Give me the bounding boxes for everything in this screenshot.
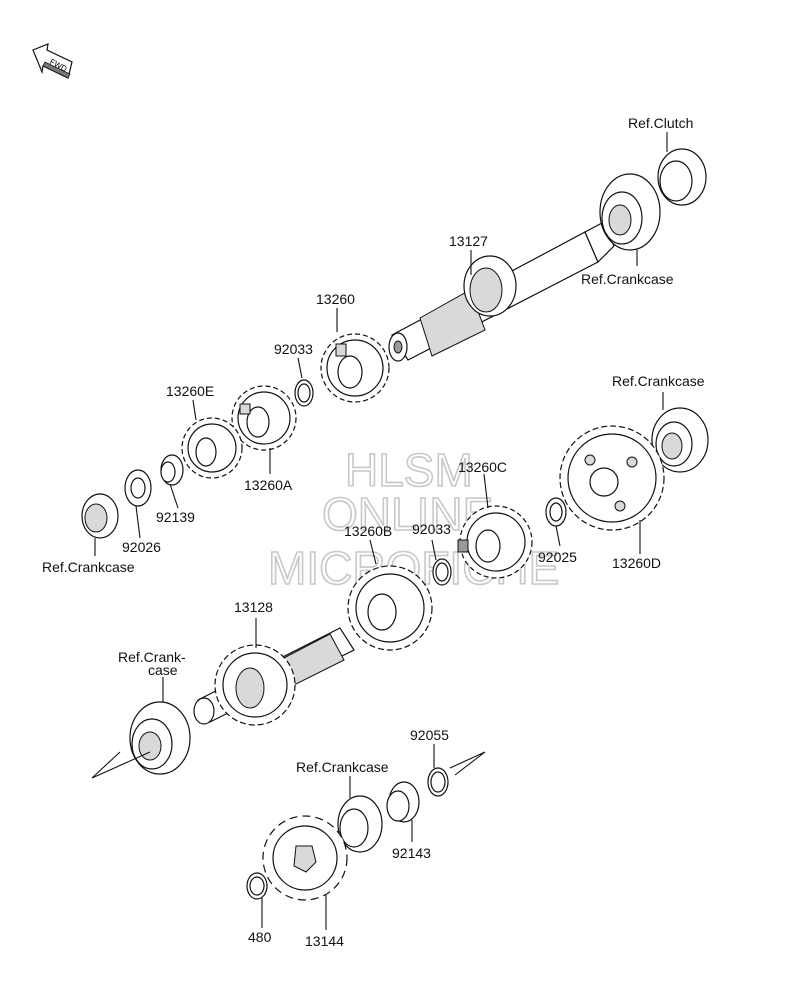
label-92033-top: 92033 (274, 341, 313, 357)
gear-13260B (347, 565, 433, 651)
circlip-480 (246, 872, 268, 900)
crankcase-bearing-top (599, 173, 661, 251)
bushing-92139 (160, 454, 184, 486)
sprocket-13144 (262, 815, 348, 901)
label-13260D: 13260D (612, 555, 661, 571)
label-92026: 92026 (122, 539, 161, 555)
washer-92025 (545, 497, 567, 527)
label-480: 480 (248, 929, 272, 945)
label-ref-crankcase-left: Ref.Crankcase (42, 559, 135, 575)
label-ref-crank-case-line2: case (148, 662, 178, 678)
circlip-92033-mid (432, 558, 452, 586)
crankcase-bearing-right (651, 407, 709, 473)
label-ref-clutch: Ref.Clutch (628, 115, 693, 131)
gear-13260A (231, 385, 297, 451)
washer-92026 (124, 469, 152, 507)
gear-13260E (181, 417, 243, 479)
clutch-bearing (657, 148, 707, 206)
circlip-92033-top (294, 379, 314, 407)
needle-bearing-left (81, 493, 119, 539)
shaft-gear-teeth (463, 255, 517, 317)
label-92143: 92143 (392, 845, 431, 861)
label-13128: 13128 (234, 599, 273, 615)
label-ref-crankcase-top: Ref.Crankcase (581, 271, 674, 287)
main-shaft-13127 (388, 221, 615, 362)
label-92139: 92139 (156, 509, 195, 525)
drive-shaft-13128 (193, 627, 355, 726)
label-13260C: 13260C (458, 459, 507, 475)
oil-seal-bottom (337, 795, 383, 853)
collar-92143 (386, 781, 420, 823)
leader-lines (94, 132, 668, 930)
watermark-line-1: HLSM (345, 444, 473, 496)
label-92033-mid: 92033 (412, 521, 451, 537)
label-92025: 92025 (538, 549, 577, 565)
gear-13260 (320, 333, 390, 403)
gear-13260C (457, 505, 533, 579)
label-ref-crank-case-line1: Ref.Crank- (118, 649, 186, 665)
label-13144: 13144 (305, 933, 344, 949)
label-13260: 13260 (316, 291, 355, 307)
label-13127: 13127 (449, 233, 488, 249)
fwd-arrow-icon: FWD (32, 43, 73, 79)
label-ref-crankcase-bottom: Ref.Crankcase (296, 759, 389, 775)
label-13260B: 13260B (344, 523, 392, 539)
gear-13260D (559, 425, 665, 531)
label-ref-crankcase-right: Ref.Crankcase (612, 373, 705, 389)
label-13260A: 13260A (244, 477, 293, 493)
crankcase-bearing-bottom-left (91, 701, 191, 779)
label-92055: 92055 (410, 727, 449, 743)
label-13260E: 13260E (166, 383, 214, 399)
oring-92055 (427, 751, 486, 797)
